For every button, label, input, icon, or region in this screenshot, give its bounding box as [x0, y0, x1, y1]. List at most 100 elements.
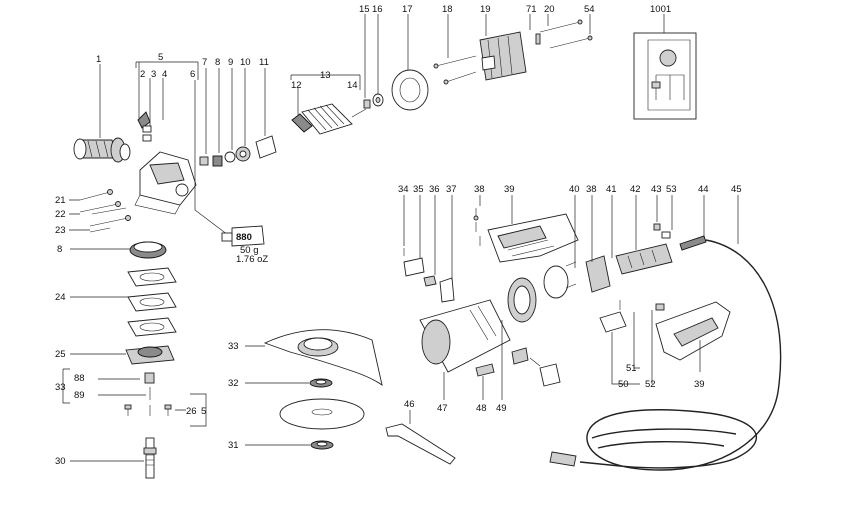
- callout-38b: 38: [586, 184, 597, 195]
- callout-39: 39: [504, 184, 515, 195]
- callout-5-lower: 5: [201, 406, 206, 417]
- parts-7-to-11: [199, 135, 277, 167]
- parts-40-41: [543, 255, 611, 299]
- parts-88-89: [124, 372, 172, 416]
- callout-33: 33: [228, 341, 239, 352]
- part-25-bearing-flange: [125, 345, 175, 365]
- callout-71: 71: [526, 4, 537, 15]
- callout-31: 31: [228, 440, 239, 451]
- callout-17: 17: [402, 4, 413, 15]
- callout-24: 24: [55, 292, 66, 303]
- part-44-cord-guard: [679, 235, 707, 251]
- part-18-long-screws: [433, 55, 477, 85]
- parts-34-to-37: [403, 248, 455, 303]
- part-19-field-stator: [479, 31, 527, 81]
- callout-30: 30: [55, 456, 66, 467]
- callout-40: 40: [569, 184, 580, 195]
- part-33-wheel-guard: [263, 329, 383, 387]
- part-48-cover-plate: [475, 363, 495, 377]
- callout-26: 26: [186, 406, 197, 417]
- callout-6: 6: [190, 69, 195, 80]
- callout-23: 23: [55, 225, 66, 236]
- part-38-screws: [473, 208, 481, 246]
- parts-21-22-23-screws: [79, 189, 131, 233]
- part-49-brush-ring: [507, 277, 537, 323]
- callout-43: 43: [651, 184, 662, 195]
- grinding-disc: [279, 398, 365, 430]
- part-47-motor-housing: [419, 299, 511, 373]
- callout-21: 21: [55, 195, 66, 206]
- callout-48: 48: [476, 403, 487, 414]
- callout-20: 20: [544, 4, 555, 15]
- part-6-gear-housing: [134, 151, 197, 215]
- callout-1: 1: [96, 54, 101, 65]
- part-17-air-baffle: [391, 69, 429, 111]
- callout-50: 50: [618, 379, 629, 390]
- callout-18: 18: [442, 4, 453, 15]
- part-31-clamping-nut: [310, 440, 334, 450]
- inset-1001-wiring: [633, 32, 697, 120]
- callout-13: 13: [320, 70, 331, 81]
- parts-20-71-54: [535, 19, 593, 49]
- callout-5: 5: [158, 52, 163, 63]
- callout-37: 37: [446, 184, 457, 195]
- callout-33-left: 33: [55, 382, 66, 393]
- grease-weight-imperial: 1.76 oZ: [236, 254, 268, 265]
- callout-3: 3: [151, 69, 156, 80]
- part-30-spindle: [143, 437, 157, 479]
- callout-36: 36: [429, 184, 440, 195]
- callout-47: 47: [437, 403, 448, 414]
- callout-51: 51: [626, 363, 637, 374]
- part-45-power-cable: [549, 239, 782, 471]
- callout-8-top: 8: [215, 57, 220, 68]
- callout-11: 11: [259, 57, 269, 68]
- callout-35: 35: [413, 184, 424, 195]
- callout-32: 32: [228, 378, 239, 389]
- callout-7: 7: [202, 57, 207, 68]
- callout-38: 38: [474, 184, 485, 195]
- callout-42: 42: [630, 184, 641, 195]
- callout-12: 12: [291, 80, 302, 91]
- grease-weight-metric: 50 g: [240, 245, 259, 256]
- part-1-side-handle: [73, 137, 131, 163]
- callout-14: 14: [347, 80, 358, 91]
- callout-16: 16: [372, 4, 383, 15]
- callout-9: 9: [228, 57, 233, 68]
- grease-tube: [221, 225, 265, 247]
- callout-19: 19: [480, 4, 491, 15]
- callout-34: 34: [398, 184, 409, 195]
- callout-45: 45: [731, 184, 742, 195]
- callout-44: 44: [698, 184, 709, 195]
- callout-46: 46: [404, 399, 415, 410]
- part-8-bevel-gear: [129, 241, 167, 259]
- parts-14-15-16-bearings: [363, 93, 384, 109]
- callout-88: 88: [74, 373, 85, 384]
- part-39-handle-shell: [487, 213, 579, 263]
- callout-4: 4: [162, 69, 167, 80]
- callout-25: 25: [55, 349, 66, 360]
- callout-15: 15: [359, 4, 370, 15]
- callout-89: 89: [74, 390, 85, 401]
- callout-53: 53: [666, 184, 677, 195]
- callout-22: 22: [55, 209, 66, 220]
- part-2-3-4-clips: [137, 111, 152, 142]
- part-42-switch: [615, 243, 673, 275]
- callout-39b: 39: [694, 379, 705, 390]
- callout-52: 52: [645, 379, 656, 390]
- part-32-inner-flange: [309, 378, 333, 388]
- callout-41: 41: [606, 184, 617, 195]
- grease-code: 880: [236, 232, 252, 243]
- part-39-lower-handle: [655, 301, 731, 361]
- callout-10: 10: [240, 57, 251, 68]
- callout-8: 8: [57, 244, 62, 255]
- callout-1001: 1001: [650, 4, 671, 15]
- part-24-gaskets: [127, 267, 177, 337]
- callout-49: 49: [496, 403, 507, 414]
- part-12-armature: [291, 103, 367, 135]
- part-46-pin-spanner: [385, 423, 456, 465]
- parts-50-51: [599, 300, 665, 333]
- brush-holders: [511, 347, 561, 387]
- parts-43-53: [653, 223, 671, 239]
